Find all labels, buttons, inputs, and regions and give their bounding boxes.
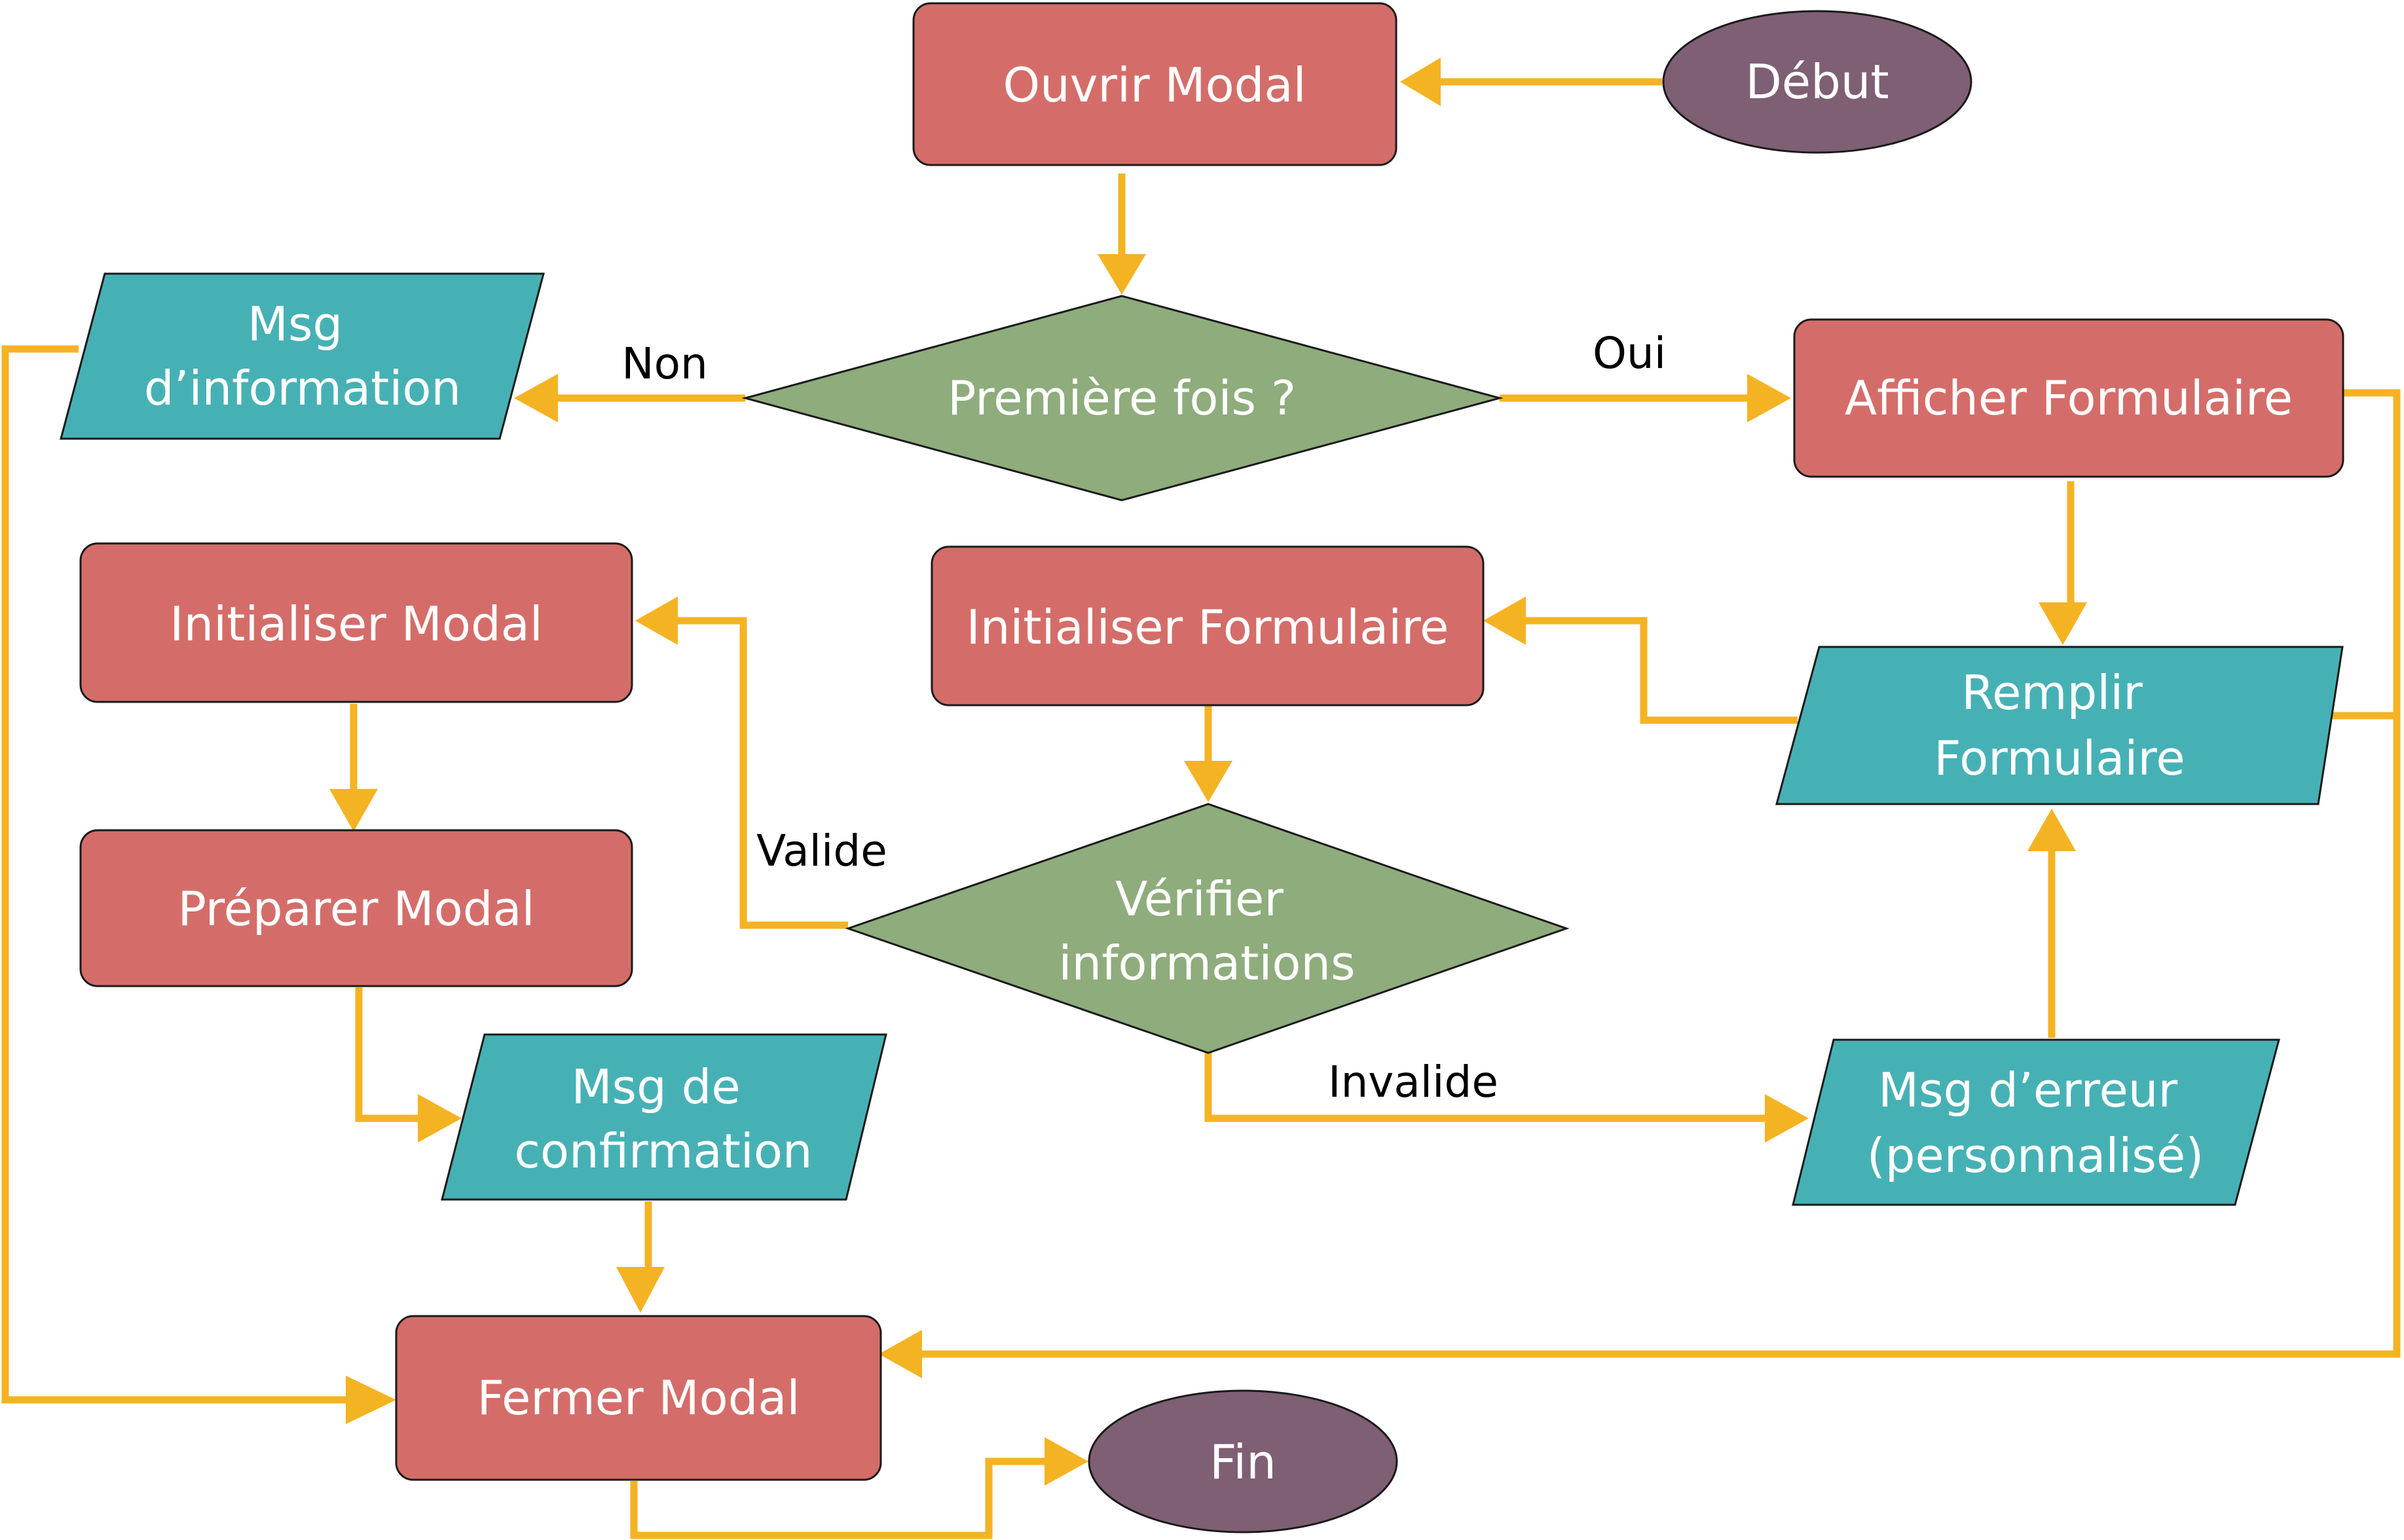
node-premiere-fois: Première fois ?: [741, 295, 1504, 502]
arrowhead: [1747, 374, 1791, 422]
label-invalide: Invalide: [1328, 1057, 1498, 1107]
edge-afficher-to-fermer: [922, 389, 2401, 1358]
arrowhead: [329, 789, 378, 832]
arrowhead: [879, 1330, 922, 1378]
node-msg-erreur-line2: (personnalisé): [1867, 1128, 2204, 1183]
arrowhead: [635, 596, 678, 645]
arrowhead: [1184, 761, 1232, 802]
node-afficher-formulaire: Afficher Formulaire: [1793, 318, 2344, 478]
arrowhead: [2039, 602, 2087, 645]
node-initialiser-modal: Initialiser Modal: [79, 542, 633, 703]
node-msg-erreur-label: Msg d’erreur (personnalisé): [1867, 1063, 2204, 1183]
edge-fermer-to-fin: [630, 1458, 1045, 1539]
node-verifier-informations-label: Vérifier informations: [1058, 871, 1355, 991]
connectors: [1, 58, 2401, 1539]
node-remplir-formulaire-line2: Formulaire: [1934, 731, 2185, 786]
node-initialiser-formulaire: Initialiser Formulaire: [931, 545, 1485, 706]
node-preparer-modal: Préparer Modal: [79, 829, 633, 987]
node-msg-information-label: Msg d’information: [144, 297, 461, 416]
node-msg-erreur-line1: Msg d’erreur: [1878, 1063, 2177, 1118]
label-oui: Oui: [1593, 328, 1666, 378]
node-msg-erreur: Msg d’erreur (personnalisé): [1792, 1038, 2280, 1206]
node-fin: Fin: [1088, 1389, 1398, 1533]
node-msg-confirmation-line2: confirmation: [514, 1124, 812, 1179]
node-preparer-modal-label: Préparer Modal: [177, 881, 534, 936]
node-msg-confirmation-label: Msg de confirmation: [514, 1059, 812, 1179]
arrowhead: [616, 1267, 665, 1313]
node-debut: Début: [1662, 10, 1972, 154]
node-msg-information-line2: d’information: [144, 361, 461, 416]
node-verifier-informations: Vérifier informations: [845, 803, 1570, 1054]
arrowhead: [1098, 254, 1146, 295]
node-remplir-formulaire-label: Remplir Formulaire: [1934, 665, 2185, 786]
edge-msginfo-to-fermer: [1, 345, 346, 1404]
edge-verifier-to-erreur: [1204, 1051, 1765, 1122]
node-msg-information-line1: Msg: [248, 297, 342, 352]
node-msg-confirmation-line1: Msg de: [571, 1059, 740, 1114]
label-non: Non: [621, 339, 708, 389]
arrowhead: [1765, 1094, 1809, 1143]
node-remplir-formulaire: Remplir Formulaire: [1775, 646, 2344, 805]
edge-remplir-to-initform: [1526, 617, 1798, 724]
arrowhead: [1483, 596, 1526, 645]
arrowhead: [418, 1094, 462, 1143]
arrowhead: [1400, 58, 1441, 106]
node-initialiser-formulaire-label: Initialiser Formulaire: [967, 600, 1449, 655]
arrowhead: [1045, 1437, 1088, 1486]
edge-verifier-to-initmodal: [678, 617, 848, 929]
node-fin-label: Fin: [1210, 1435, 1276, 1490]
node-fermer-modal-label: Fermer Modal: [477, 1370, 800, 1425]
node-afficher-formulaire-label: Afficher Formulaire: [1845, 371, 2293, 426]
arrowhead: [514, 374, 558, 422]
label-valide: Valide: [756, 826, 887, 876]
node-remplir-formulaire-line1: Remplir: [1961, 665, 2143, 720]
node-ouvrir-modal: Ouvrir Modal: [912, 2, 1397, 166]
node-verifier-informations-line1: Vérifier: [1115, 871, 1284, 926]
node-msg-information: Msg d’information: [60, 272, 545, 440]
node-msg-confirmation: Msg de confirmation: [441, 1033, 887, 1201]
edge-preparer-to-confirm: [355, 987, 418, 1122]
node-verifier-informations-line2: informations: [1058, 936, 1355, 991]
arrowhead: [346, 1376, 396, 1424]
node-fermer-modal: Fermer Modal: [395, 1315, 882, 1481]
arrowhead: [2027, 809, 2076, 851]
node-ouvrir-modal-label: Ouvrir Modal: [1003, 58, 1306, 113]
node-premiere-fois-label: Première fois ?: [948, 371, 1296, 426]
node-debut-label: Début: [1745, 54, 1889, 109]
node-initialiser-modal-label: Initialiser Modal: [170, 596, 543, 651]
